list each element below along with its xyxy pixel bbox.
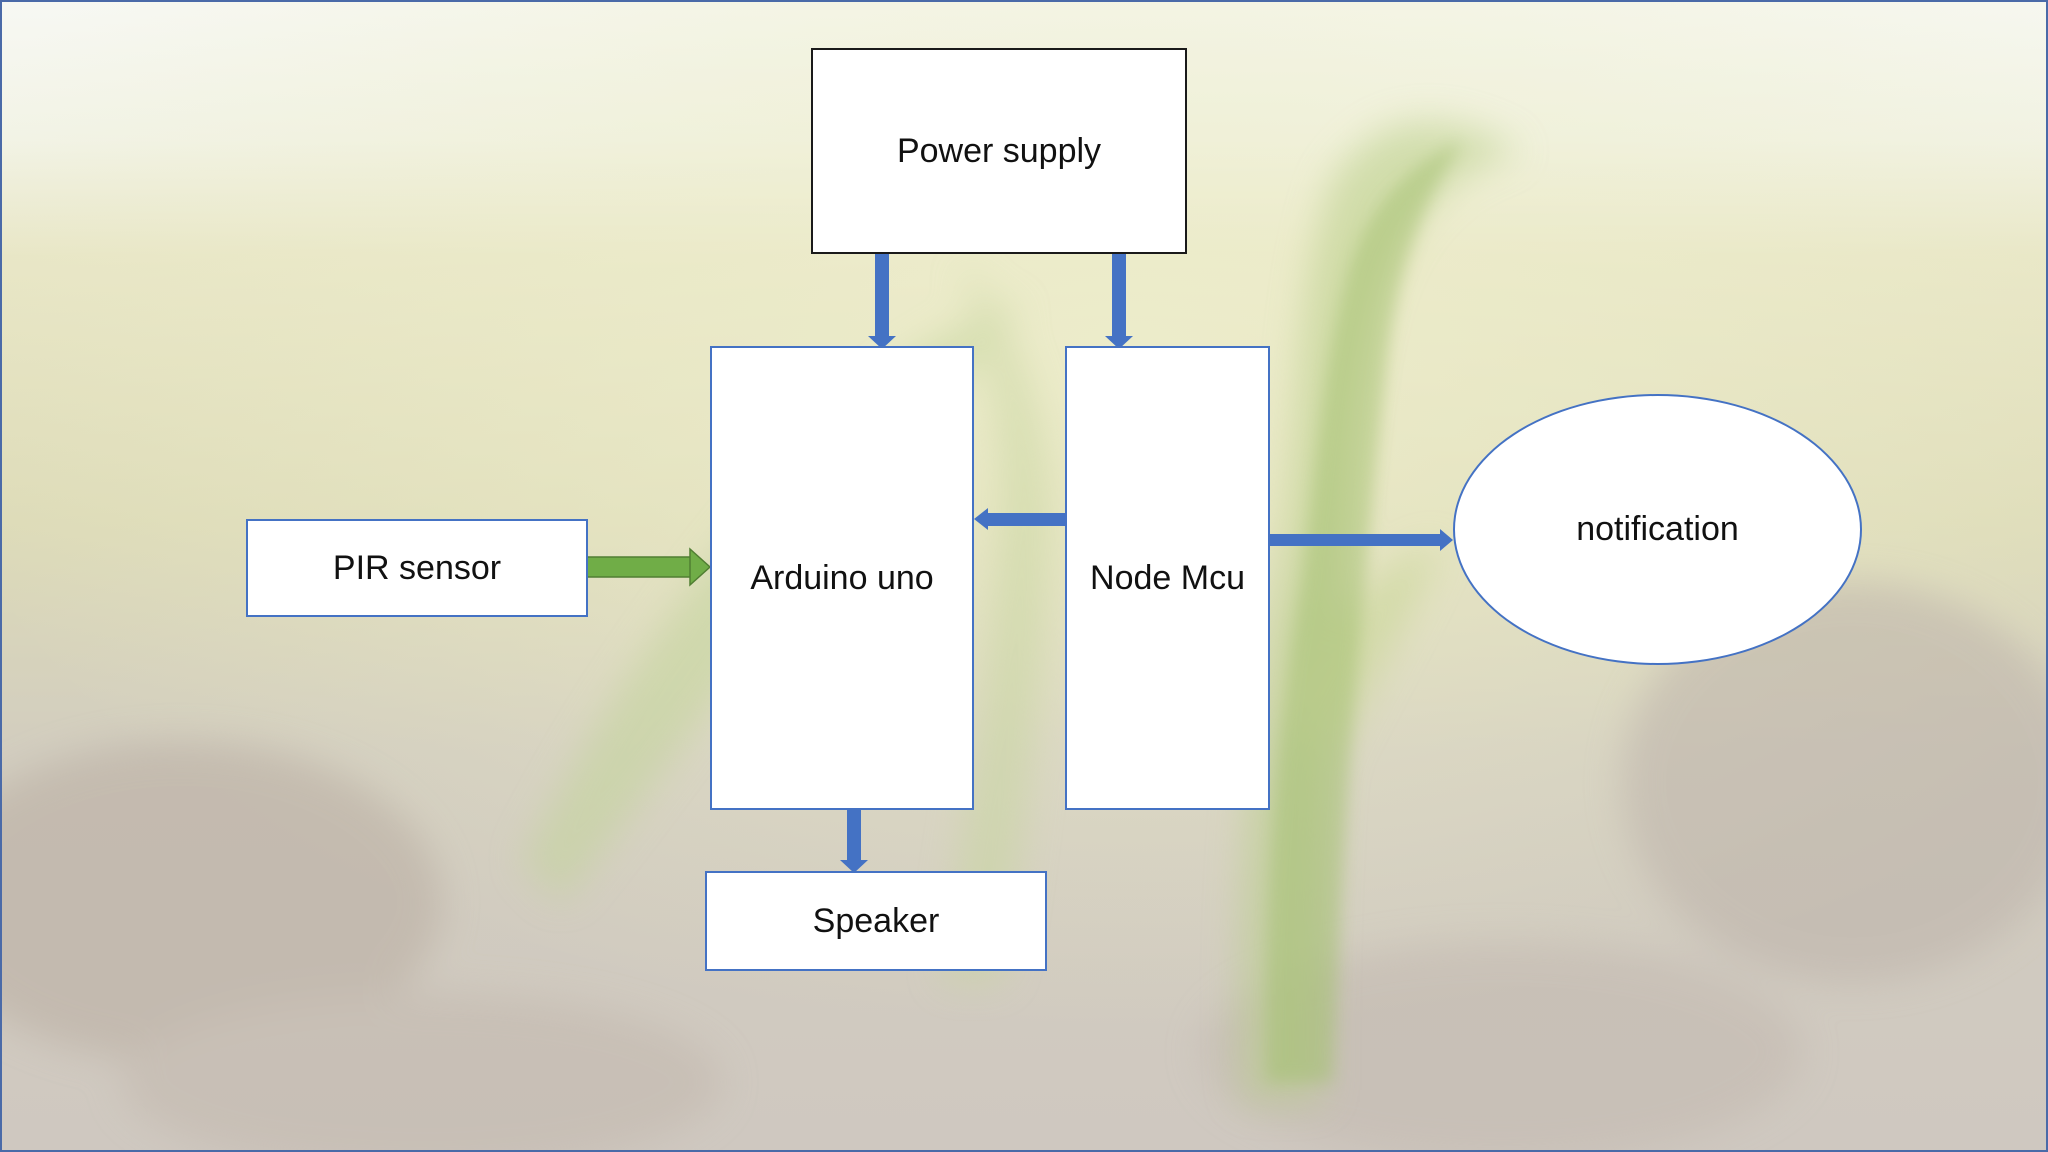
node-mcu-label: Node Mcu (1090, 558, 1245, 597)
arduino-uno-box: Arduino uno (710, 346, 974, 810)
power-supply-box: Power supply (811, 48, 1187, 254)
notification-ellipse: notification (1453, 394, 1862, 665)
node-mcu-box: Node Mcu (1065, 346, 1270, 810)
power-supply-label: Power supply (896, 131, 1102, 170)
pir-sensor-box: PIR sensor (246, 519, 588, 617)
arduino-uno-label: Arduino uno (750, 558, 934, 597)
speaker-label: Speaker (812, 901, 940, 940)
pir-sensor-label: PIR sensor (332, 548, 502, 587)
notification-label: notification (1576, 510, 1739, 548)
speaker-box: Speaker (705, 871, 1047, 971)
